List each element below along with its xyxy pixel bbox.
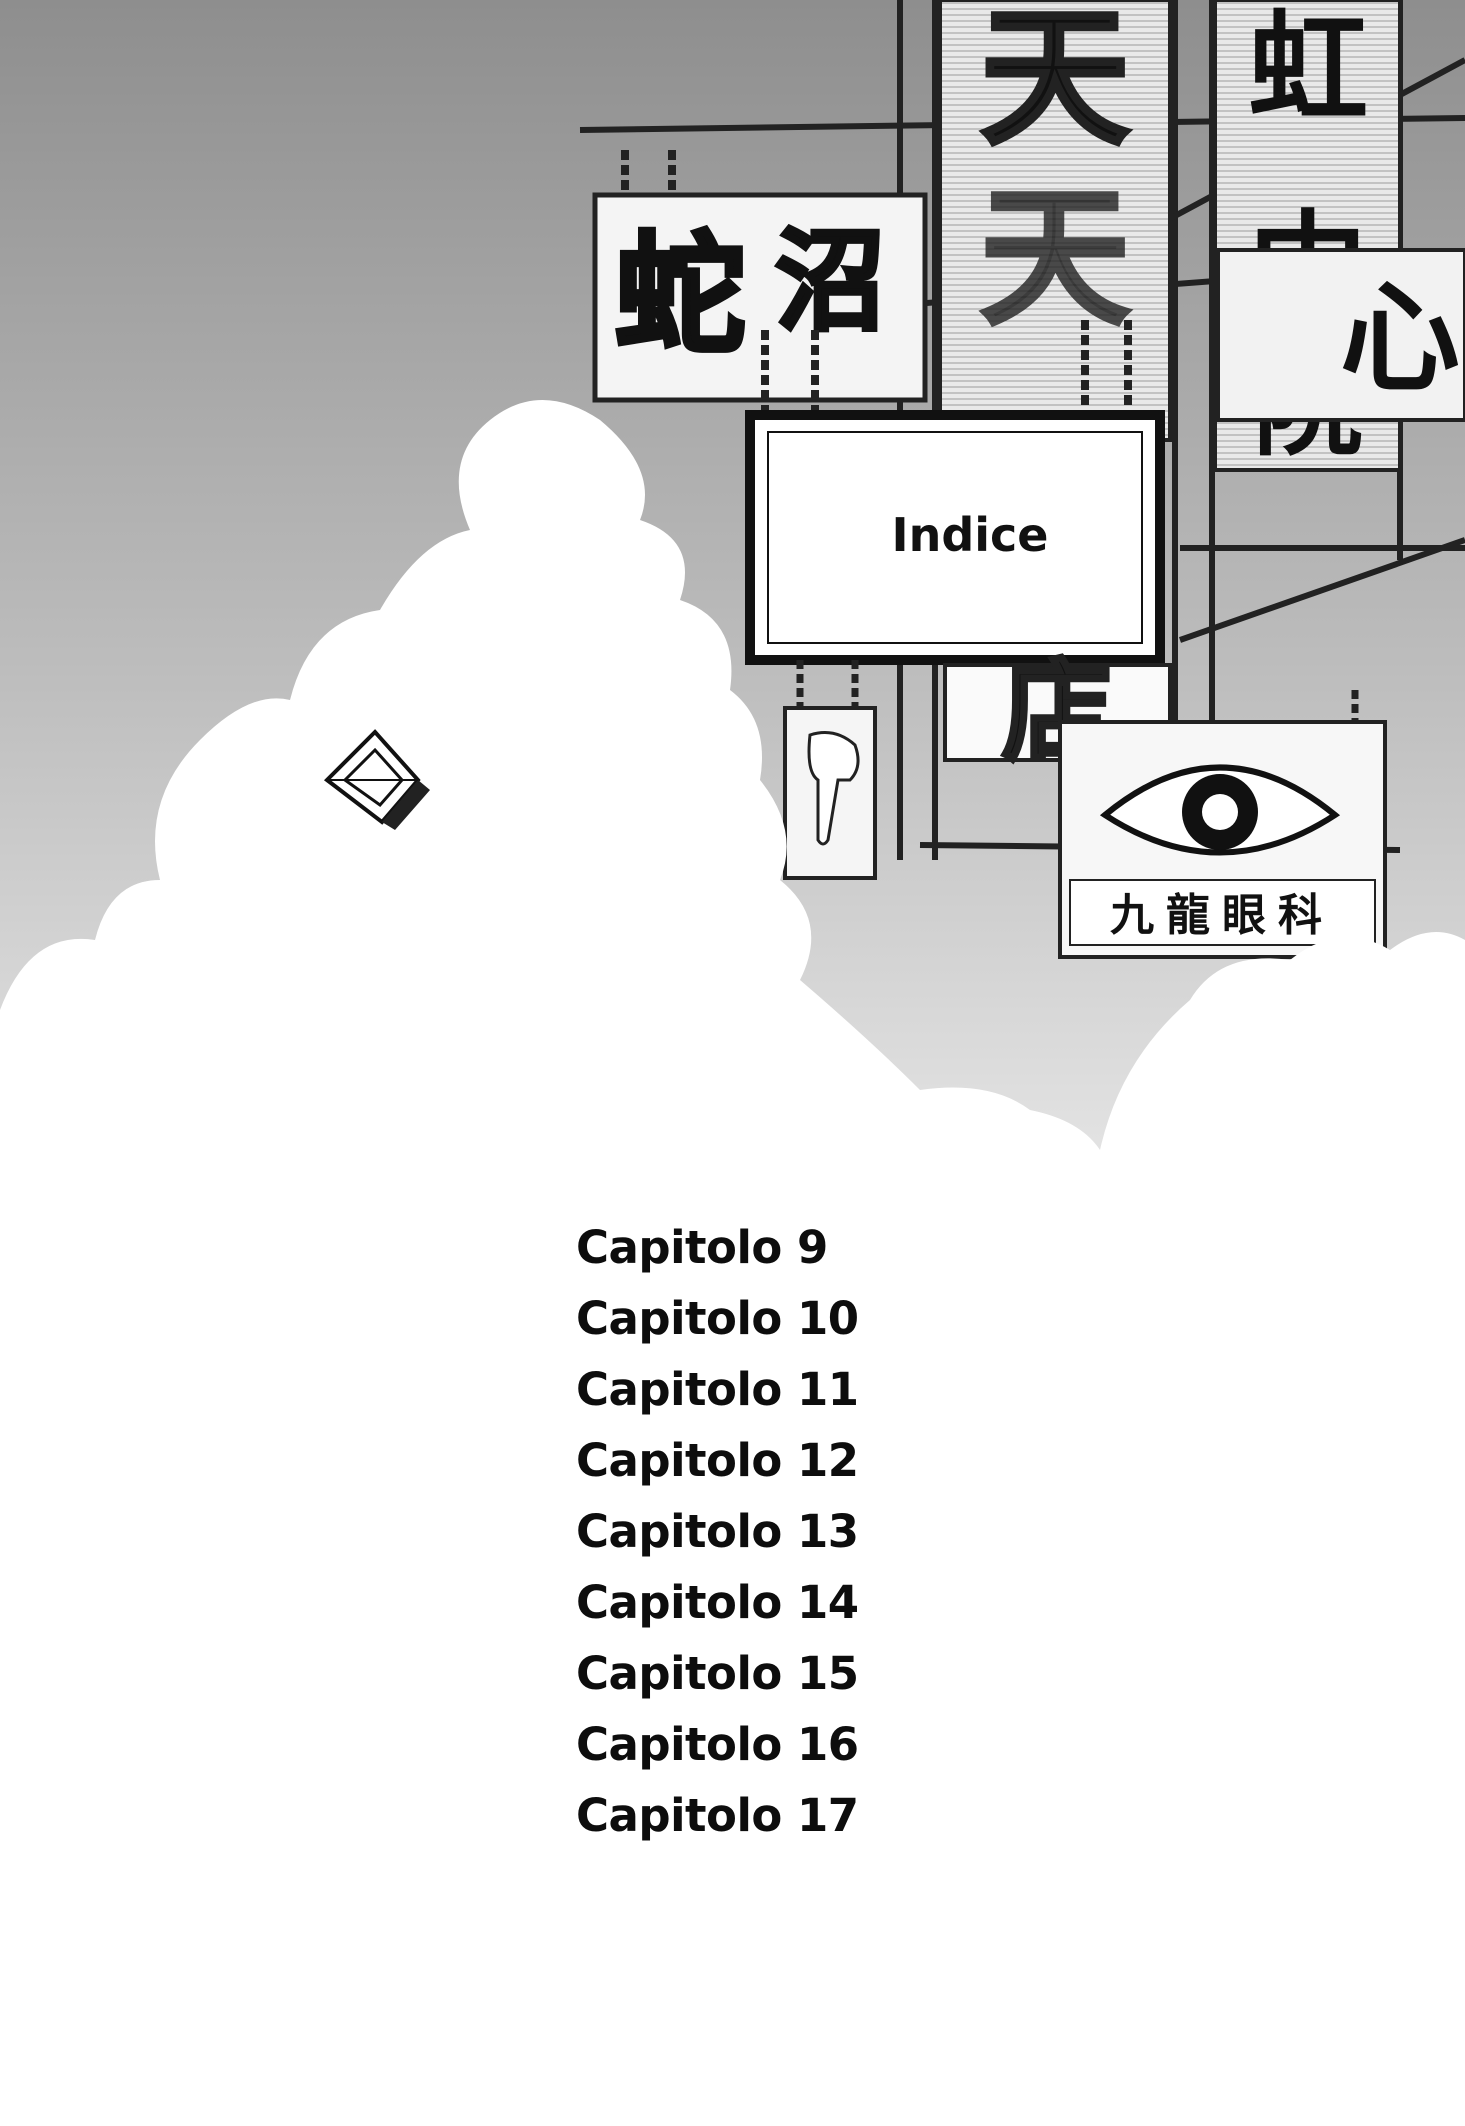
chapter-entry[interactable]: Capitolo 10: [576, 1292, 859, 1345]
chapter-entry[interactable]: Capitolo 14: [576, 1576, 859, 1629]
index-title: Indice: [891, 508, 1049, 562]
eye-clinic-sign: 九龍眼科: [1058, 690, 1387, 959]
svg-text:沼: 沼: [775, 218, 885, 346]
index-sign: [745, 320, 1165, 665]
crystal-icon: [323, 729, 430, 830]
chapter-entry[interactable]: Capitolo 12: [576, 1434, 859, 1487]
svg-text:九龍眼科: 九龍眼科: [1110, 890, 1334, 941]
svg-text:天: 天: [980, 172, 1130, 346]
sky-and-signs-illustration: 天 天 虹 中 院 蛇 沼 心: [0, 0, 1465, 1220]
table-of-contents: Capitolo 9 Capitolo 10 Capitolo 11 Capit…: [576, 1212, 1176, 1851]
chapter-entry[interactable]: Capitolo 9: [576, 1221, 828, 1274]
chapter-entry[interactable]: Capitolo 16: [576, 1718, 859, 1771]
svg-text:天: 天: [980, 0, 1130, 166]
vertical-sign-heaven: 天 天: [938, 0, 1172, 442]
chapter-entry[interactable]: Capitolo 17: [576, 1789, 859, 1842]
svg-text:蛇: 蛇: [615, 219, 745, 371]
cloud: [0, 400, 1465, 1220]
sign-snake-marsh: 蛇 沼: [592, 150, 928, 403]
chapter-entry[interactable]: Capitolo 11: [576, 1363, 859, 1416]
sign-heart: 心: [1216, 248, 1465, 422]
pointing-hand-sign: [783, 660, 877, 880]
svg-text:心: 心: [1340, 270, 1460, 409]
svg-text:虹: 虹: [1248, 0, 1368, 139]
chapter-entry[interactable]: Capitolo 15: [576, 1647, 859, 1700]
chapter-entry[interactable]: Capitolo 13: [576, 1505, 859, 1558]
